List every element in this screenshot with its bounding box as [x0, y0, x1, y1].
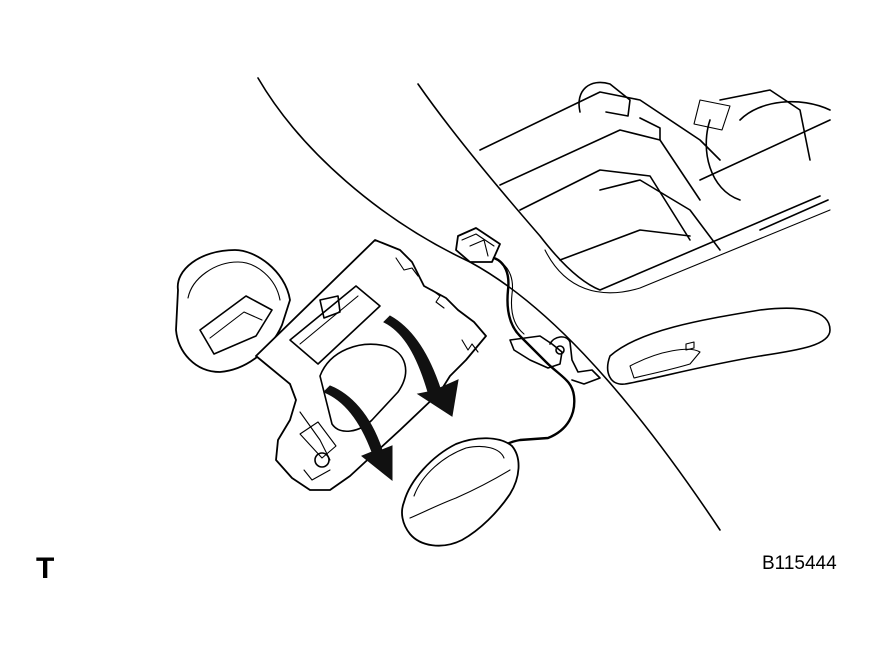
sensor-module [401, 437, 520, 547]
overhead-console-frame [479, 81, 831, 261]
wire-harness [492, 256, 601, 454]
left-pad-part [175, 249, 291, 373]
headliner-edge-lines [257, 77, 831, 531]
removal-arrow-lower [323, 385, 393, 482]
right-side-panel [606, 307, 831, 385]
mounting-bracket [255, 239, 487, 491]
removal-arrow-upper [383, 315, 459, 417]
figure-id-label: B115444 [762, 553, 837, 574]
view-direction-mark: T [36, 552, 55, 585]
wire-connector [455, 227, 501, 263]
